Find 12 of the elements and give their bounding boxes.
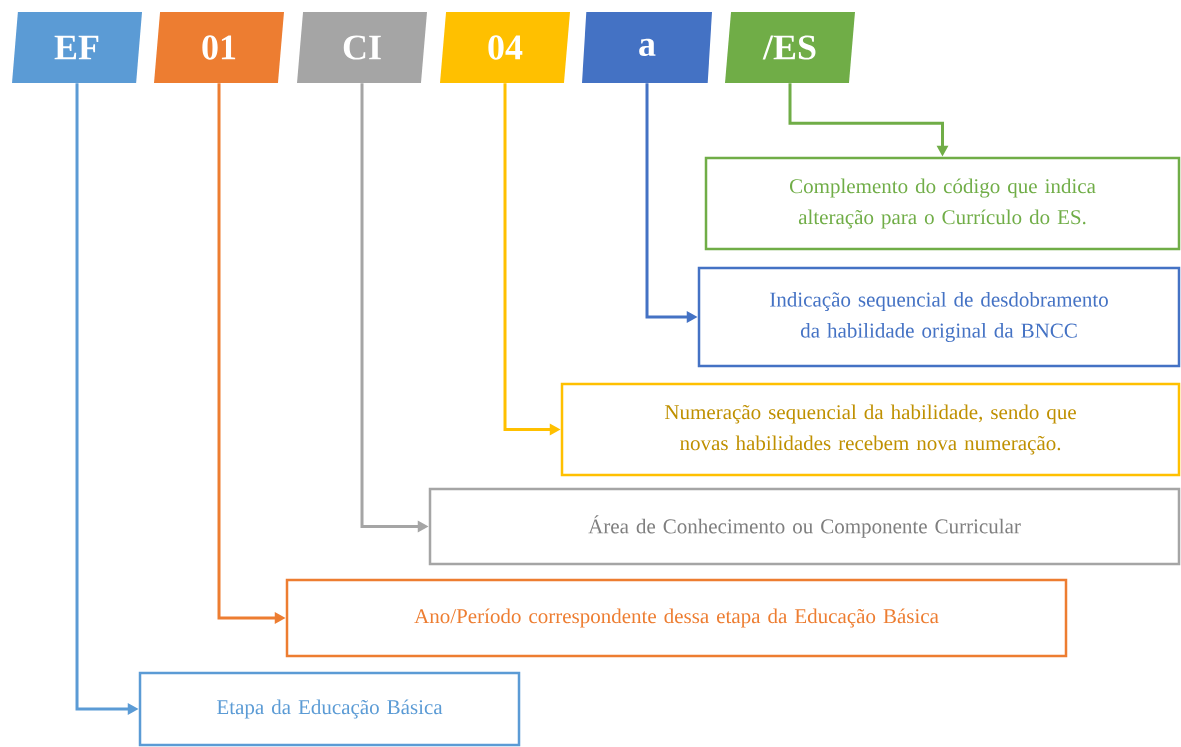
- code-tag: /ES: [725, 12, 855, 83]
- code-tag: EF: [12, 12, 142, 83]
- description-box: Complemento do código que indica alteração para o Currículo do ES.: [704, 156, 1181, 251]
- description-box: Numeração sequencial da habilidade, sendo que novas habilidades recebem nova numeração.: [560, 382, 1181, 477]
- description-box: Ano/Período correspondente dessa etapa da Educação Básica: [285, 578, 1068, 658]
- description-box: Área de Conhecimento ou Componente Curricular: [428, 487, 1181, 566]
- description-box: Etapa da Educação Básica: [138, 671, 521, 747]
- description-box: Indicação sequencial de desdobramento da habilidade original da BNCC: [697, 266, 1181, 368]
- code-tag: 04: [440, 12, 570, 83]
- code-tag: CI: [297, 12, 427, 83]
- code-tag: a: [582, 12, 712, 83]
- code-tag: 01: [154, 12, 284, 83]
